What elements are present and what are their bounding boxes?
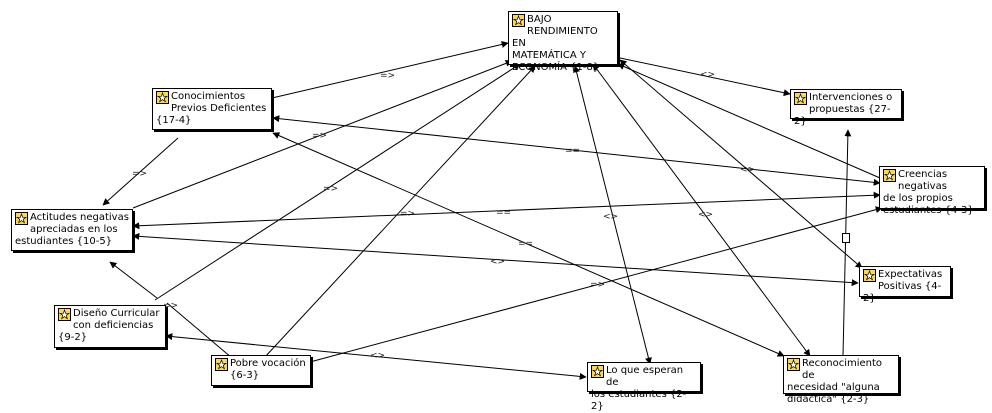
edge-label-reconocimiento-bajo: <> (698, 210, 713, 220)
edge-label-actitudes-expectativas: <> (490, 257, 505, 267)
node-conocimientos-previos[interactable]: Conocimientos Previos Deficientes {17-4} (152, 88, 272, 130)
memo-star-icon (787, 358, 800, 371)
edge-label-conocimientos-actitudes: => (132, 169, 147, 179)
node-label: Intervenciones o propuestas {27-2} (794, 92, 893, 127)
node-lo-que-esperan[interactable]: Lo que esperan de los estudiantes {2-2} (587, 362, 701, 412)
edge-label-conocimientos-bajo: => (380, 71, 395, 81)
memo-star-icon (794, 92, 807, 105)
edge-midpoint-marker (842, 233, 850, 243)
node-label: BAJO RENDIMIENTO EN MATEMÁTICA Y ECONOMÍ… (512, 14, 600, 73)
node-label: Creencias negativas de los propios estud… (883, 169, 974, 216)
node-expectativas-positivas[interactable]: Expectativas Positivas {4-2} (859, 266, 951, 304)
node-intervenciones[interactable]: Intervenciones o propuestas {27-2} (790, 89, 902, 127)
edge-diseno-loque (165, 333, 587, 380)
memo-star-icon (591, 365, 604, 378)
edge-actitudes-expectativas (132, 232, 859, 287)
edge-label-actitudes-bajo: => (312, 131, 327, 141)
node-label: Conocimientos Previos Deficientes {17-4} (156, 91, 267, 126)
edge-creencias-bajo (617, 63, 881, 179)
edge-conocimientos-actitudes (102, 137, 179, 206)
edge-label-diseno-actitudes: => (163, 301, 178, 311)
node-label: Lo que esperan de los estudiantes {2-2} (591, 365, 687, 412)
node-reconocimiento-necesidad[interactable]: Reconocimiento de necesidad "alguna didá… (783, 355, 899, 405)
edge-label-conocimientos-reconocimiento: == (518, 239, 533, 249)
edges-layer: => <> => => == <> => => == <> == <> (102, 41, 883, 380)
memo-star-icon (156, 91, 169, 104)
memo-star-icon (15, 212, 28, 225)
node-bajo-rendimiento[interactable]: BAJO RENDIMIENTO EN MATEMÁTICA Y ECONOMÍ… (508, 11, 618, 73)
node-diseno-curricular[interactable]: Diseño Curricular con deficiencias {9-2} (54, 305, 166, 348)
edge-label-conocimientos-creencias: == (565, 146, 580, 156)
edge-pobre-diseno (166, 302, 233, 359)
memo-star-icon (215, 358, 228, 371)
node-pobre-vocacion[interactable]: Pobre vocación {6-3} (211, 355, 311, 386)
node-label: Diseño Curricular con deficiencias {9-2} (58, 308, 160, 343)
edge-label-bajo-intervenciones: <> (700, 70, 715, 80)
node-label: Reconocimiento de necesidad "alguna didá… (787, 358, 883, 405)
edge-label-diseno-loque: <> (370, 351, 385, 361)
edge-label-diseno-bajo: => (323, 184, 338, 194)
memo-star-icon (58, 308, 71, 321)
edge-label-actitudes-creencias: == (496, 208, 511, 218)
edge-conocimientos-bajo (271, 41, 509, 99)
edge-diseno-actitudes (109, 261, 158, 299)
memo-star-icon (883, 169, 896, 182)
diagram-canvas: => <> => => == <> => => == <> == <> (11, 11, 985, 412)
edge-label-loque-bajo: <> (603, 212, 618, 222)
node-label: Actitudes negativas apreciadas en los es… (15, 212, 129, 247)
edge-label-pobre-creencias: => (590, 280, 605, 290)
node-label: Expectativas Positivas {4-2} (863, 269, 943, 304)
edge-bajo-intervenciones (605, 52, 791, 97)
memo-star-icon (863, 269, 876, 282)
node-label: Pobre vocación {6-3} (230, 358, 306, 381)
memo-star-icon (512, 14, 525, 27)
node-actitudes-negativas[interactable]: Actitudes negativas apreciadas en los es… (11, 209, 133, 251)
edge-reconocimiento-intervenciones (842, 129, 852, 357)
node-creencias-negativas[interactable]: Creencias negativas de los propios estud… (879, 166, 985, 216)
